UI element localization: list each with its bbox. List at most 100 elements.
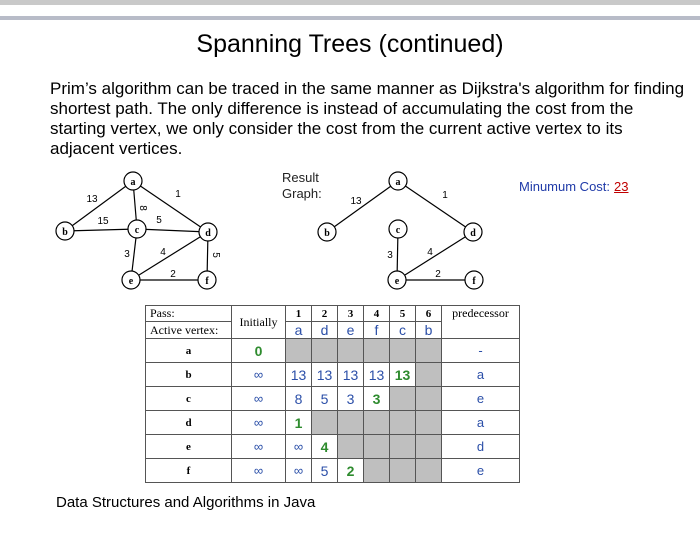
- table-header-pass-row: Pass: Initially 1 2 3 4 5 6 predecessor: [145, 305, 520, 339]
- table-row: d ∞ 1 a: [145, 410, 520, 435]
- slide-title: Spanning Trees (continued): [196, 30, 504, 58]
- row-c-predecessor: e: [441, 386, 520, 411]
- row-vertex-f: f: [145, 458, 232, 483]
- edge-label-bc: 15: [97, 216, 109, 227]
- table-header-active-row: Active vertex: a d e f c b: [145, 321, 520, 339]
- row-a-cell: [285, 338, 312, 363]
- row-f-cell: 2: [337, 458, 364, 483]
- row-d-cell: [389, 410, 416, 435]
- row-d-predecessor: a: [441, 410, 520, 435]
- row-d-cell: [363, 410, 390, 435]
- row-c-cell: [389, 386, 416, 411]
- result-label-line1: Result: [282, 170, 319, 185]
- row-f-cell: ∞: [285, 458, 312, 483]
- row-e-cell: [389, 434, 416, 459]
- row-vertex-e: e: [145, 434, 232, 459]
- row-c-cell: 8: [285, 386, 312, 411]
- result-node-f: f: [472, 276, 476, 287]
- row-c-cell: [415, 386, 442, 411]
- row-vertex-d: d: [145, 410, 232, 435]
- edge-label-df: 5: [210, 252, 221, 258]
- active-vertex-3: e: [337, 321, 364, 339]
- edge-label-ad: 1: [175, 189, 181, 200]
- result-node-c: c: [396, 225, 401, 236]
- row-c-cell: 3: [363, 386, 390, 411]
- row-a-predecessor: -: [441, 338, 520, 363]
- edge-label-ef: 2: [170, 269, 176, 280]
- row-e-cell: [363, 434, 390, 459]
- pass-label: Pass:: [145, 305, 232, 322]
- row-d-cell: [337, 410, 364, 435]
- row-f-cell: [415, 458, 442, 483]
- result-edge-label-ce: 3: [387, 250, 393, 261]
- row-b-cell: 13: [311, 362, 338, 387]
- row-b-initial: ∞: [231, 362, 286, 387]
- row-d-cell: 1: [285, 410, 312, 435]
- row-vertex-a: a: [145, 338, 232, 363]
- pass-number-2: 2: [311, 305, 338, 322]
- row-d-cell: [415, 410, 442, 435]
- row-a-initial: 0: [231, 338, 286, 363]
- edge-label-ce: 3: [124, 249, 130, 260]
- node-c: c: [135, 225, 140, 236]
- row-d-cell: [311, 410, 338, 435]
- row-e-initial: ∞: [231, 434, 286, 459]
- active-vertex-1: a: [285, 321, 312, 339]
- row-b-cell: 13: [285, 362, 312, 387]
- minimum-cost: Minumum Cost:23: [519, 179, 629, 194]
- pass-number-3: 3: [337, 305, 364, 322]
- edge-label-ac: 8: [137, 205, 148, 211]
- result-label-line2: Graph:: [282, 186, 322, 201]
- result-node-b: b: [324, 228, 330, 239]
- active-vertex-6: b: [415, 321, 442, 339]
- row-f-cell: 5: [311, 458, 338, 483]
- row-a-cell: [337, 338, 364, 363]
- table-row: a 0 -: [145, 338, 520, 363]
- row-a-cell: [389, 338, 416, 363]
- row-e-cell: [337, 434, 364, 459]
- slide-paragraph: Prim’s algorithm can be traced in the sa…: [50, 79, 685, 158]
- predecessor-header: predecessor: [441, 305, 520, 339]
- result-graph-label: Result Graph:: [282, 170, 322, 202]
- pass-number-4: 4: [363, 305, 390, 322]
- row-d-initial: ∞: [231, 410, 286, 435]
- result-node-e: e: [395, 276, 400, 287]
- row-b-predecessor: a: [441, 362, 520, 387]
- row-e-cell: [415, 434, 442, 459]
- min-cost-label: Minumum Cost:: [519, 179, 611, 194]
- active-vertex-4: f: [363, 321, 390, 339]
- node-b: b: [62, 227, 68, 238]
- row-vertex-b: b: [145, 362, 232, 387]
- row-a-cell: [415, 338, 442, 363]
- row-e-cell: ∞: [285, 434, 312, 459]
- result-edge-label-ef: 2: [435, 269, 441, 280]
- result-node-d: d: [470, 228, 476, 239]
- row-e-predecessor: d: [441, 434, 520, 459]
- table-row: c ∞ 8 5 3 3 e: [145, 386, 520, 411]
- edge-label-cd: 5: [156, 215, 162, 226]
- header-rule: [0, 16, 700, 20]
- row-c-cell: 5: [311, 386, 338, 411]
- active-vertex-label: Active vertex:: [145, 321, 232, 339]
- node-a: a: [131, 177, 136, 188]
- node-e: e: [129, 276, 134, 287]
- pass-number-6: 6: [415, 305, 442, 322]
- slide-footer: Data Structures and Algorithms in Java: [56, 494, 316, 511]
- initially-header: Initially: [231, 305, 286, 339]
- result-edge-label-ed: 4: [427, 247, 433, 258]
- row-a-cell: [311, 338, 338, 363]
- result-graph: a b c d e f 13 1 3 4 2: [314, 168, 494, 293]
- edge-label-ed: 4: [160, 247, 166, 258]
- table-row: f ∞ ∞ 5 2 e: [145, 458, 520, 483]
- edge-label-ba: 13: [86, 194, 98, 205]
- result-edge-label-ba: 13: [350, 196, 362, 207]
- result-edge-label-ad: 1: [442, 190, 448, 201]
- pass-number-1: 1: [285, 305, 312, 322]
- row-e-cell: 4: [311, 434, 338, 459]
- row-f-predecessor: e: [441, 458, 520, 483]
- min-cost-value: 23: [614, 179, 629, 194]
- row-f-initial: ∞: [231, 458, 286, 483]
- row-b-cell: [415, 362, 442, 387]
- pass-number-5: 5: [389, 305, 416, 322]
- top-border: [0, 0, 700, 5]
